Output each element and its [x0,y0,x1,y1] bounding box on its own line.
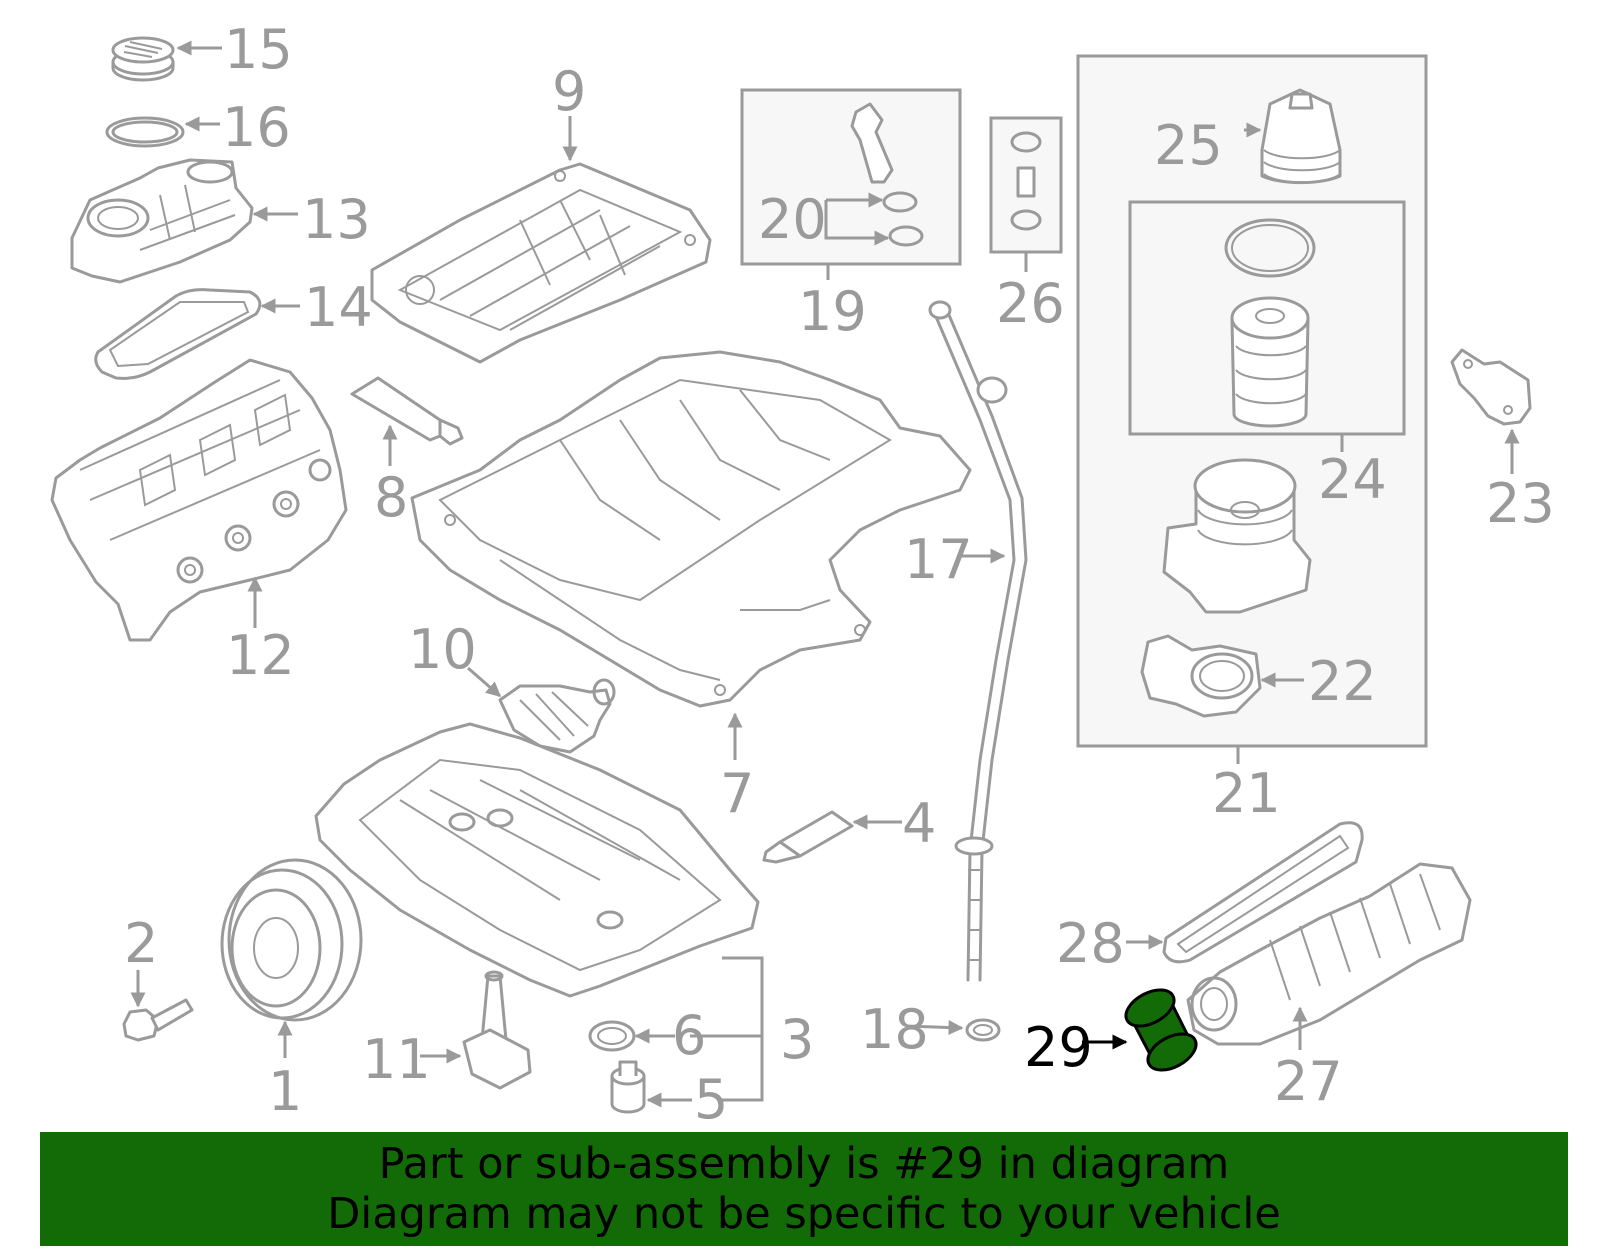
part-19-contents [850,102,924,247]
part-5-drain-plug [610,1060,646,1114]
part-16-seal-ring [105,116,185,148]
callout-3: 3 [780,1008,814,1071]
callout-4: 4 [902,792,936,855]
info-banner: Part or sub-assembly is #29 in diagram D… [40,1132,1568,1246]
callout-19: 19 [798,280,867,343]
leader-lines [130,40,1520,1108]
callout-12: 12 [226,624,295,687]
part-22-gasket [1140,634,1262,718]
part-4-sealant-tube [762,810,854,864]
callout-25: 25 [1154,114,1223,177]
part-21-filter-housing [1162,458,1312,614]
part-26-contents [1010,131,1042,231]
part-15-filler-cap [111,36,175,82]
part-18-seal-ring [965,1018,1001,1042]
callout-28: 28 [1056,912,1125,975]
part-27-oil-cooler [1186,862,1472,1046]
callout-18: 18 [860,998,929,1061]
part-2-bolt [122,998,194,1042]
callout-24: 24 [1318,448,1387,511]
banner-line-1: Part or sub-assembly is #29 in diagram [378,1139,1230,1189]
part-28-gasket [1162,821,1364,964]
callout-16: 16 [222,96,291,159]
part-12-cylinder-head [50,358,348,642]
part-13-head-cover [70,158,254,284]
part-9-baffle [370,162,712,364]
callout-14: 14 [304,276,373,339]
callout-20: 20 [758,188,827,251]
part-7-oil-pan-upper [410,350,972,708]
part-6-seal-ring [588,1020,636,1052]
callout-15: 15 [224,18,293,81]
part-17-dipstick [928,300,1028,982]
callout-26: 26 [996,272,1065,335]
callout-5: 5 [694,1068,728,1131]
box-19 [740,88,962,266]
callout-11: 11 [362,1028,431,1091]
callout-27: 27 [1274,1050,1343,1113]
part-11-level-sensor [462,970,532,1090]
part-8-sealant-tube [350,376,464,446]
callout-13: 13 [302,188,371,251]
callout-1: 1 [268,1060,302,1123]
callout-9: 9 [552,60,586,123]
callout-numbers: 15 16 13 14 12 9 8 10 7 4 3 6 5 2 1 11 1… [124,18,1555,1131]
callout-7: 7 [720,762,754,825]
part-25-filter-cap [1260,88,1342,185]
banner-line-2: Diagram may not be specific to your vehi… [327,1189,1281,1239]
callout-21: 21 [1212,762,1281,825]
callout-29: 29 [1024,1016,1093,1079]
part-3-lower-oil-pan [314,722,760,998]
part-1-crank-pulley [220,858,363,1022]
callout-8: 8 [374,466,408,529]
part-10-pickup [498,678,616,754]
part-24-contents [1224,218,1316,428]
callout-6: 6 [672,1004,706,1067]
part-23-bracket [1450,348,1532,426]
part-29-highlighted-seal [1124,988,1198,1072]
callout-2: 2 [124,912,158,975]
part-14-gasket [94,288,262,380]
callout-22: 22 [1308,650,1377,713]
callout-23: 23 [1486,472,1555,535]
callout-10: 10 [408,618,477,681]
callout-17: 17 [904,528,973,591]
